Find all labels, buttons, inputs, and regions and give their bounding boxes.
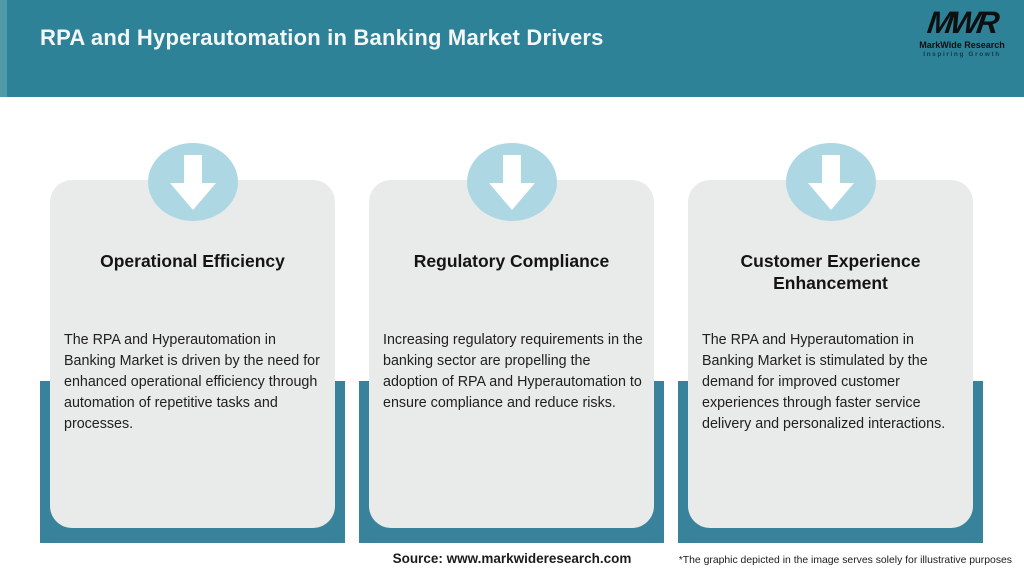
driver-card-operational-efficiency: Operational Efficiency The RPA and Hyper… (50, 180, 335, 528)
card-description: The RPA and Hyperautomation in Banking M… (702, 332, 946, 432)
card-title: Customer Experience Enhancement (740, 251, 921, 293)
header-band: RPA and Hyperautomation in Banking Marke… (0, 0, 1024, 97)
logo-tagline: Inspiring Growth (923, 51, 1001, 58)
down-arrow-icon (169, 153, 217, 211)
header-accent-strip (0, 0, 7, 97)
card-title: Operational Efficiency (100, 251, 285, 271)
driver-card-regulatory-compliance: Regulatory Compliance Increasing regulat… (369, 180, 654, 528)
down-arrow-badge (466, 143, 557, 221)
disclaimer-note: *The graphic depicted in the image serve… (678, 555, 1012, 566)
source-attribution: Source: www.markwideresearch.com (392, 551, 632, 566)
down-arrow-icon (488, 153, 536, 211)
logo-company-name: MarkWide Research (919, 40, 1005, 50)
down-arrow-icon (807, 153, 855, 211)
card-title: Regulatory Compliance (413, 251, 610, 271)
card-description: The RPA and Hyperautomation in Banking M… (64, 332, 320, 432)
logo-mwr-monogram: MWR (925, 5, 999, 40)
markwide-research-logo: MWR MarkWide Research Inspiring Growth (916, 5, 1008, 58)
driver-card-customer-experience: Customer Experience Enhancement The RPA … (688, 180, 973, 528)
page-title: RPA and Hyperautomation in Banking Marke… (40, 25, 604, 50)
down-arrow-badge (147, 143, 238, 221)
card-description: Increasing regulatory requirements in th… (383, 332, 643, 411)
down-arrow-badge (785, 143, 876, 221)
